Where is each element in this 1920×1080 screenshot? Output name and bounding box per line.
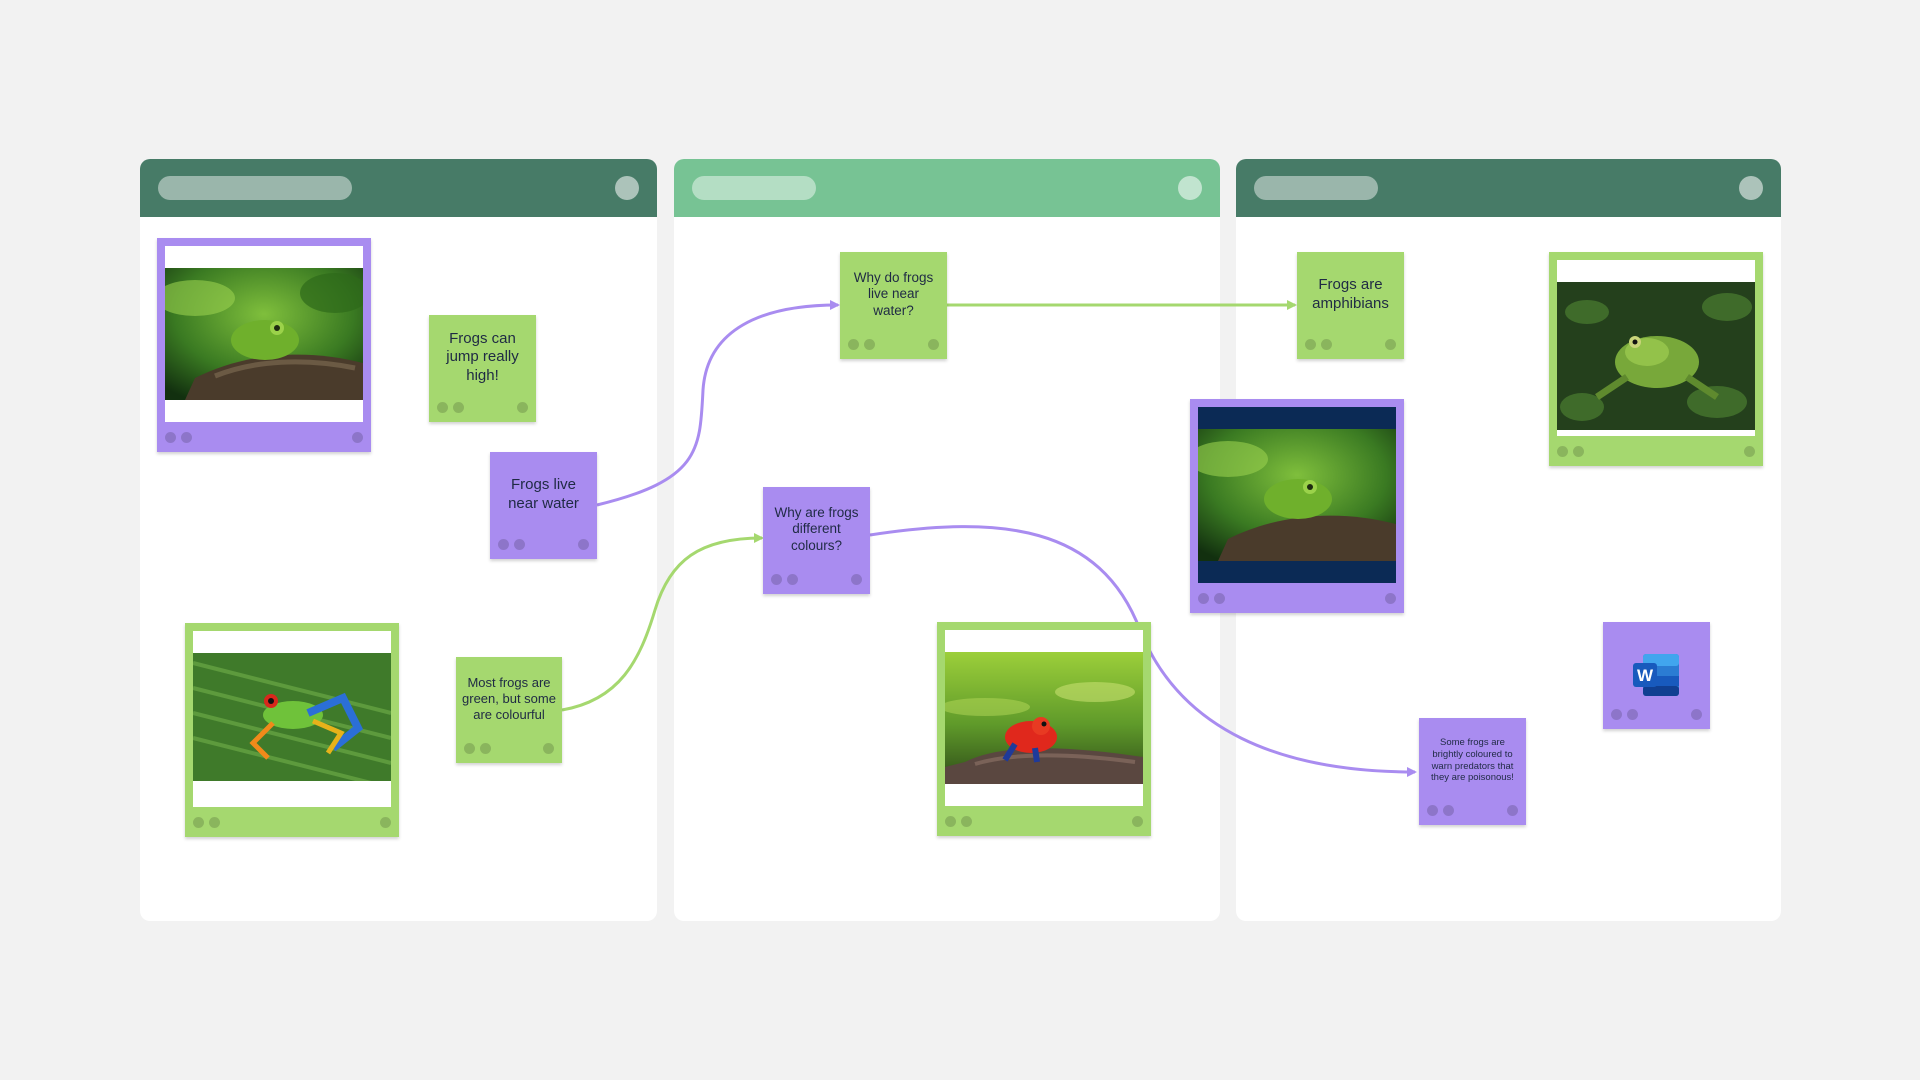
column-menu-icon[interactable] bbox=[1178, 176, 1202, 200]
video-card-tree-frog[interactable] bbox=[1190, 399, 1404, 613]
image-frame bbox=[1557, 260, 1755, 436]
attachment-card-word-document[interactable]: W bbox=[1603, 622, 1710, 729]
card-footer-dot bbox=[1557, 446, 1568, 457]
card-menu-dot[interactable] bbox=[578, 539, 589, 550]
note-text: Why are frogs different colours? bbox=[774, 504, 859, 553]
card-footer-dot bbox=[1627, 709, 1638, 720]
image-card-pond-frog[interactable] bbox=[1549, 252, 1763, 466]
column-menu-icon[interactable] bbox=[1739, 176, 1763, 200]
tree-frog-video-thumbnail[interactable] bbox=[1198, 429, 1396, 561]
card-footer-dot bbox=[961, 816, 972, 827]
green-pond-frog-photo[interactable] bbox=[1557, 282, 1755, 430]
card-footer-dot bbox=[464, 743, 475, 754]
card-footer-dot bbox=[480, 743, 491, 754]
image-frame bbox=[193, 631, 391, 807]
card-footer-dot bbox=[1573, 446, 1584, 457]
connector-most-green-to-why-colours[interactable] bbox=[561, 533, 764, 712]
note-frogs-are-amphibians[interactable]: Frogs are amphibians bbox=[1297, 252, 1404, 359]
note-text: Most frogs are green, but some are colou… bbox=[462, 675, 556, 722]
card-footer-dot bbox=[453, 402, 464, 413]
card-footer-dot bbox=[437, 402, 448, 413]
note-frogs-jump[interactable]: Frogs can jump really high! bbox=[429, 315, 536, 422]
card-footer-dot bbox=[1443, 805, 1454, 816]
note-most-frogs-green[interactable]: Most frogs are green, but some are colou… bbox=[456, 657, 562, 763]
card-menu-dot[interactable] bbox=[517, 402, 528, 413]
image-card-red-eyed-frog[interactable] bbox=[185, 623, 399, 837]
card-menu-dot[interactable] bbox=[1744, 446, 1755, 457]
card-menu-dot[interactable] bbox=[380, 817, 391, 828]
connector-live-near-water-to-why-water[interactable] bbox=[596, 300, 840, 507]
tree-frog-photo[interactable] bbox=[165, 268, 363, 400]
card-footer-dot bbox=[181, 432, 192, 443]
card-footer-dot bbox=[1305, 339, 1316, 350]
card-footer-dot bbox=[848, 339, 859, 350]
card-footer-dot bbox=[1321, 339, 1332, 350]
card-menu-dot[interactable] bbox=[543, 743, 554, 754]
card-footer-dot bbox=[945, 816, 956, 827]
image-frame bbox=[945, 630, 1143, 806]
card-menu-dot[interactable] bbox=[1507, 805, 1518, 816]
image-card-tree-frog[interactable] bbox=[157, 238, 371, 452]
card-footer-dot bbox=[1214, 593, 1225, 604]
column-menu-icon[interactable] bbox=[615, 176, 639, 200]
card-footer-dot bbox=[1611, 709, 1622, 720]
note-why-frogs-different-colours[interactable]: Why are frogs different colours? bbox=[763, 487, 870, 594]
red-eyed-tree-frog-photo[interactable] bbox=[193, 653, 391, 790]
card-footer-dot bbox=[1427, 805, 1438, 816]
note-text: Some frogs are brightly coloured to warn… bbox=[1431, 737, 1514, 784]
card-menu-dot[interactable] bbox=[1385, 593, 1396, 604]
column-header[interactable] bbox=[1236, 159, 1781, 217]
card-menu-dot[interactable] bbox=[1385, 339, 1396, 350]
note-text: Frogs are amphibians bbox=[1312, 276, 1389, 312]
strawberry-poison-dart-frog-photo[interactable] bbox=[945, 652, 1143, 784]
note-brightly-coloured-warn[interactable]: Some frogs are brightly coloured to warn… bbox=[1419, 718, 1526, 825]
note-frogs-live-near-water[interactable]: Frogs live near water bbox=[490, 452, 597, 559]
note-why-frogs-live-near-water[interactable]: Why do frogs live near water? bbox=[840, 252, 947, 359]
card-footer-dot bbox=[193, 817, 204, 828]
card-footer-dot bbox=[771, 574, 782, 585]
card-footer-dot bbox=[864, 339, 875, 350]
column-title-placeholder[interactable] bbox=[158, 176, 352, 200]
note-text: Frogs can jump really high! bbox=[446, 330, 519, 384]
card-footer-dot bbox=[498, 539, 509, 550]
column-header[interactable] bbox=[674, 159, 1220, 217]
word-document-icon: W bbox=[1631, 652, 1681, 698]
card-menu-dot[interactable] bbox=[1691, 709, 1702, 720]
column-header[interactable] bbox=[140, 159, 657, 217]
card-footer-dot bbox=[514, 539, 525, 550]
card-menu-dot[interactable] bbox=[928, 339, 939, 350]
card-menu-dot[interactable] bbox=[1132, 816, 1143, 827]
card-footer-dot bbox=[165, 432, 176, 443]
image-card-poison-dart-frog[interactable] bbox=[937, 622, 1151, 836]
note-text: Frogs live near water bbox=[508, 476, 579, 512]
video-frame bbox=[1198, 407, 1396, 583]
word-document-letter: W bbox=[1637, 666, 1654, 685]
note-text: Why do frogs live near water? bbox=[853, 269, 934, 318]
card-footer-dot bbox=[1198, 593, 1209, 604]
column-title-placeholder[interactable] bbox=[1254, 176, 1378, 200]
image-frame bbox=[165, 246, 363, 422]
card-menu-dot[interactable] bbox=[352, 432, 363, 443]
card-footer-dot bbox=[209, 817, 220, 828]
card-footer-dot bbox=[787, 574, 798, 585]
column-title-placeholder[interactable] bbox=[692, 176, 816, 200]
card-menu-dot[interactable] bbox=[851, 574, 862, 585]
